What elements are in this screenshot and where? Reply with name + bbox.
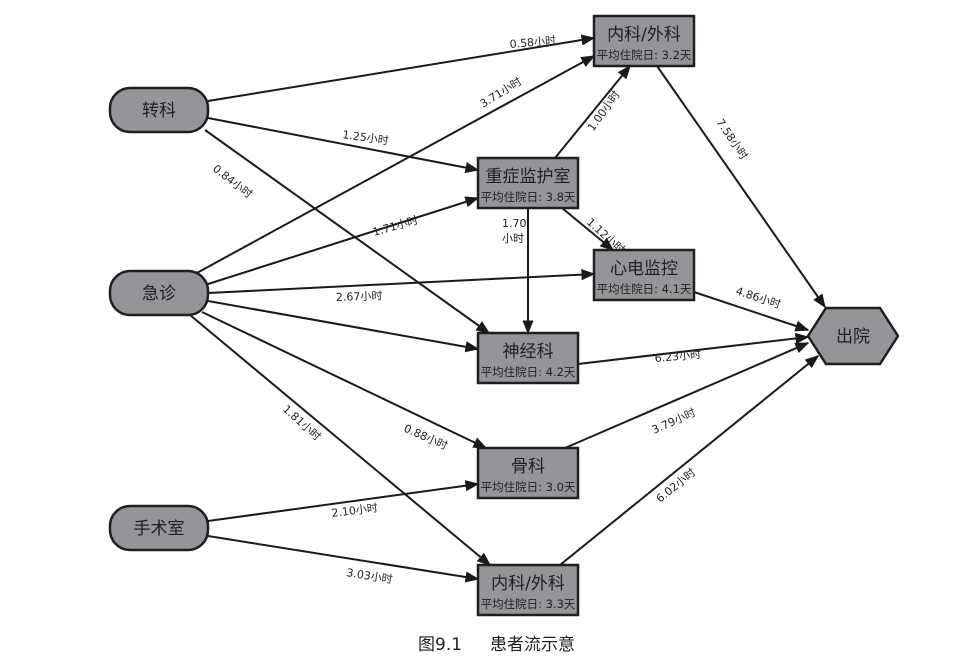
edge-emergency-to-cardiac <box>207 269 596 294</box>
edge-neuro-to-discharge <box>577 332 810 365</box>
edge-labels-layer: 0.58小时1.25小时0.84小时3.71小时1.71小时2.67小时0.88… <box>210 34 782 586</box>
node-title-neuro: 神经科 <box>503 342 554 362</box>
node-title-icu: 重症监护室 <box>486 167 571 187</box>
edge-emergency-to-neuro <box>207 300 480 353</box>
node-avg-stay-ortho: 平均住院日: 3.0天 <box>481 480 576 494</box>
edge-label-emergency-to-cardiac: 2.67小时 <box>336 289 383 304</box>
figure-caption-number: 图9.1 <box>418 635 462 655</box>
node-avg-stay-cardiac: 平均住院日: 4.1天 <box>597 282 692 296</box>
node-title-emergency: 急诊 <box>142 284 176 304</box>
edge-cardiac-to-discharge <box>693 291 810 332</box>
edge-operating-to-medsurg_bottom <box>207 535 480 583</box>
edge-label-emergency-to-medsurg_top: 3.71小时 <box>478 75 524 111</box>
edges-layer <box>189 34 826 583</box>
edge-medsurg_top-to-discharge <box>656 65 826 309</box>
node-emergency: 急诊 <box>108 269 210 317</box>
node-shape-icu <box>476 156 580 210</box>
node-title-transfer: 转科 <box>142 101 176 121</box>
node-shape-neuro <box>476 331 580 385</box>
node-title-cardiac: 心电监控 <box>610 259 678 279</box>
node-shape-discharge <box>806 306 900 366</box>
node-transfer: 转科 <box>108 86 210 134</box>
edge-label-transfer-to-medsurg_top: 0.58小时 <box>509 34 556 51</box>
node-avg-stay-medsurg_top: 平均住院日: 3.2天 <box>597 48 692 62</box>
edge-transfer-to-neuro <box>204 129 491 334</box>
edge-emergency-to-icu <box>207 196 480 285</box>
node-avg-stay-medsurg_bottom: 平均住院日: 3.3天 <box>481 597 576 611</box>
edge-icu-to-medsurg_top <box>554 64 631 159</box>
node-title-operating: 手术室 <box>134 519 185 539</box>
edge-label-operating-to-medsurg_bottom: 3.03小时 <box>346 566 394 586</box>
node-title-medsurg_top: 内科/外科 <box>607 25 681 45</box>
edge-emergency-to-ortho <box>201 311 488 449</box>
edge-operating-to-ortho <box>207 480 480 522</box>
node-shape-medsurg_bottom <box>476 563 580 617</box>
node-discharge: 出院 <box>806 306 900 366</box>
node-title-medsurg_bottom: 内科/外科 <box>491 574 565 594</box>
edge-transfer-to-medsurg_top <box>207 34 596 102</box>
node-title-discharge: 出院 <box>836 327 870 347</box>
edge-medsurg_bottom-to-discharge <box>559 355 820 566</box>
edge-label-ortho-to-discharge: 3.79小时 <box>650 406 698 437</box>
edge-label-operating-to-ortho: 2.10小时 <box>331 501 379 520</box>
node-shape-emergency <box>108 269 210 317</box>
edge-emergency-to-medsurg_top <box>194 55 596 275</box>
edge-transfer-to-icu <box>207 117 480 174</box>
edge-emergency-to-medsurg_bottom <box>189 314 492 566</box>
node-title-ortho: 骨科 <box>511 457 545 477</box>
figure-caption-title: 患者流示意 <box>490 635 575 655</box>
node-avg-stay-neuro: 平均住院日: 4.2天 <box>481 365 576 379</box>
node-shape-cardiac <box>592 248 696 302</box>
node-shape-transfer <box>108 86 210 134</box>
edge-label-icu-to-medsurg_top: 1.00小时 <box>585 89 623 134</box>
edge-label-transfer-to-neuro: 0.84小时 <box>210 162 255 201</box>
edge-ortho-to-discharge <box>564 342 810 449</box>
node-shape-medsurg_top <box>592 14 696 68</box>
edge-label-transfer-to-icu: 1.25小时 <box>342 128 390 147</box>
edge-label-neuro-to-discharge: 6.23小时 <box>654 348 701 365</box>
node-avg-stay-icu: 平均住院日: 3.8天 <box>481 190 576 204</box>
node-shape-ortho <box>476 446 580 500</box>
edge-icu-to-cardiac <box>561 207 615 251</box>
node-shape-operating <box>108 504 210 552</box>
edge-label-emergency-to-icu: 1.71小时 <box>371 214 419 239</box>
node-operating: 手术室 <box>108 504 210 552</box>
